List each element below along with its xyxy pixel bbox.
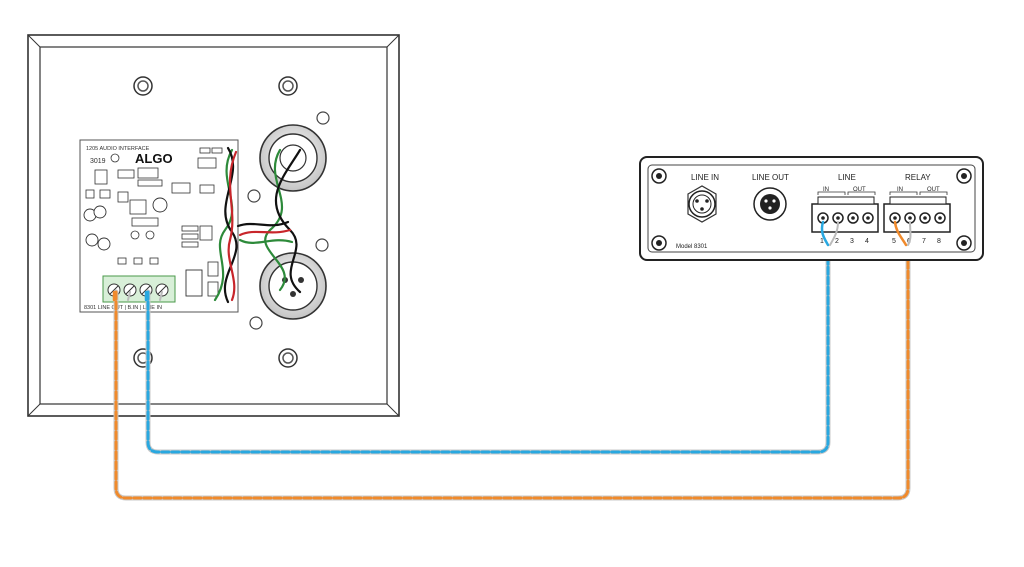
pcb-terminal-block — [102, 275, 176, 303]
terminal-number: 5 — [892, 238, 896, 245]
terminal-number: 3 — [850, 238, 854, 245]
line-group-label: LINE — [838, 173, 856, 182]
wall-plate — [27, 34, 400, 417]
line-in-label: LINE IN — [691, 173, 719, 182]
line-out-xlr-icon — [753, 187, 787, 221]
line-terminal-block — [811, 196, 879, 233]
ce-mark-icon — [110, 153, 120, 163]
plate-screw-icon — [278, 348, 298, 368]
terminal-number: 7 — [922, 238, 926, 245]
line-out-label: LINE OUT — [752, 173, 789, 182]
pcb-title: 1205 AUDIO INTERFACE — [86, 146, 150, 152]
terminal-number: 1 — [820, 238, 824, 245]
relay-in-sub-label: IN — [897, 187, 903, 193]
terminal-number: 4 — [865, 238, 869, 245]
device-model-label: Model 8301 — [676, 244, 708, 250]
relay-terminal-block — [883, 196, 951, 233]
line-out-sub-label: OUT — [853, 187, 866, 193]
line-in-sub-label: IN — [823, 187, 829, 193]
terminal-caption: 8301 LINE OUT | B.IN | LINE IN — [84, 305, 162, 311]
audio-interface-pcb: 1205 AUDIO INTERFACE 3019 ALGO — [79, 139, 239, 313]
orange-wire-pair — [113, 219, 911, 501]
plate-screw-icon — [133, 76, 153, 96]
terminal-number: 2 — [835, 238, 839, 245]
terminal-number: 8 — [937, 238, 941, 245]
relay-group-label: RELAY — [905, 173, 931, 182]
xlr-jack-bottom-icon — [249, 238, 329, 330]
wire-ends — [112, 220, 912, 302]
relay-out-sub-label: OUT — [927, 187, 940, 193]
device-screw-icon — [956, 168, 972, 184]
plate-screw-icon — [278, 76, 298, 96]
blue-wire-pair — [145, 219, 831, 455]
algo-logo: ALGO — [135, 151, 173, 166]
internal-twisted-wires — [213, 146, 302, 304]
device-screw-icon — [956, 235, 972, 251]
pcb-model: 3019 — [90, 158, 106, 165]
device-screw-icon — [651, 235, 667, 251]
device-screw-icon — [651, 168, 667, 184]
line-in-xlr-icon — [687, 185, 717, 223]
